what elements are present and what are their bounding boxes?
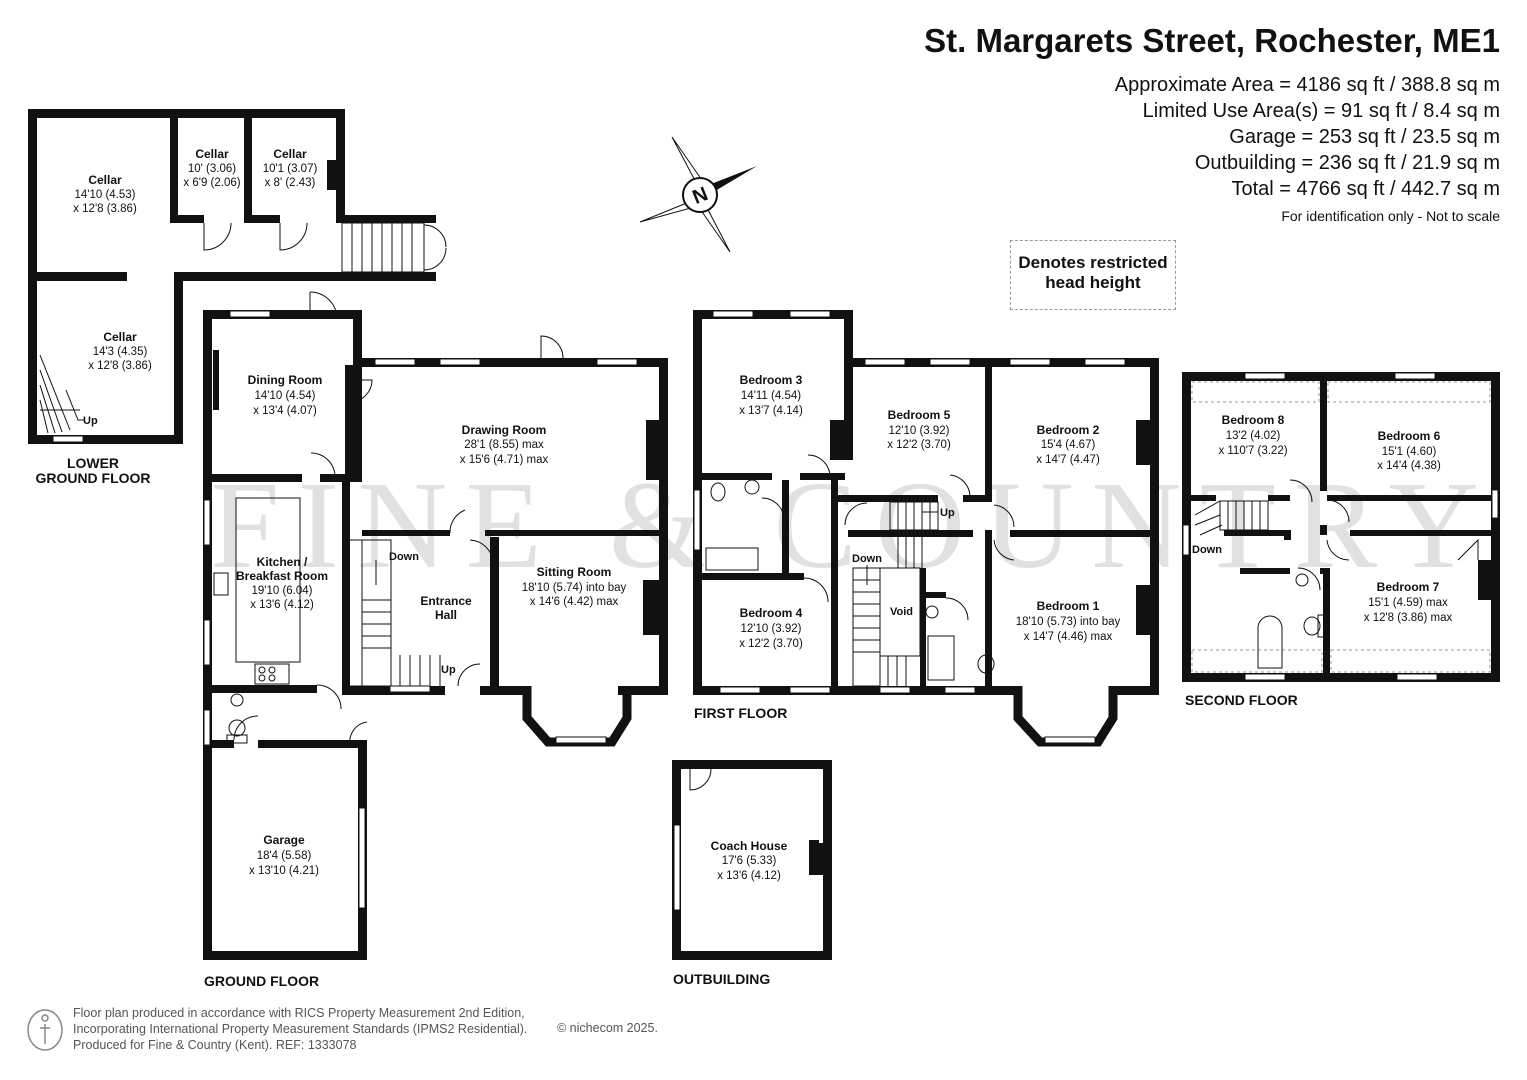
first-stairs-up: Up (940, 507, 955, 519)
void-label: Void (890, 606, 913, 618)
cellar-4-name: Cellar (103, 330, 137, 344)
outbuilding: Coach House 17'6 (5.33) x 13'6 (4.12) OU… (672, 760, 832, 987)
bedroom-8-name: Bedroom 8 (1222, 413, 1285, 427)
bedroom-3-name: Bedroom 3 (740, 373, 803, 387)
second-floor-label: SECOND FLOOR (1185, 692, 1298, 708)
scale-note: For identification only - Not to scale (1281, 208, 1500, 224)
lower-stairs-up: Up (83, 415, 98, 427)
second-floor: Bedroom 8 13'2 (4.02) x 110'7 (3.22) Bed… (1182, 372, 1500, 708)
dining-room-name: Dining Room (248, 373, 323, 387)
copyright: © nichecom 2025. (557, 1021, 658, 1035)
compass-icon: N (639, 136, 757, 253)
area-garage: Garage = 253 sq ft / 23.5 sq m (1229, 126, 1500, 148)
coach-house-dim2: x 13'6 (4.12) (717, 870, 781, 882)
footer-line-1: Floor plan produced in accordance with R… (73, 1006, 525, 1020)
bedroom-1-name: Bedroom 1 (1037, 599, 1100, 613)
person-icon (27, 1009, 63, 1051)
cellar-4-dim2: x 12'8 (3.86) (88, 360, 152, 372)
outbuilding-label: OUTBUILDING (673, 971, 770, 987)
second-stairs-down: Down (1192, 544, 1222, 556)
cellar-4-dim1: 14'3 (4.35) (93, 346, 148, 358)
first-floor: Bedroom 3 14'11 (4.54) x 13'7 (4.14) Bed… (693, 310, 1159, 747)
ground-floor: Dining Room 14'10 (4.54) x 13'4 (4.07) D… (203, 291, 819, 989)
bedroom-4-dim2: x 12'2 (3.70) (739, 638, 803, 650)
entrance-hall-name-1: Entrance (420, 594, 472, 608)
legend-line-1: Denotes restricted (1018, 253, 1168, 272)
kitchen-name-2: Breakfast Room (236, 569, 328, 583)
bedroom-7-dim2: x 12'8 (3.86) max (1364, 612, 1453, 624)
cellar-1-dim2: x 12'8 (3.86) (73, 203, 137, 215)
legend-line-2: head height (1045, 273, 1141, 292)
bedroom-7-name: Bedroom 7 (1377, 580, 1440, 594)
bedroom-2-dim2: x 14'7 (4.47) (1036, 454, 1100, 466)
kitchen-dim2: x 13'6 (4.12) (250, 599, 314, 611)
drawing-room-dim2: x 15'6 (4.71) max (460, 454, 549, 466)
ground-stairs-up: Up (441, 664, 456, 676)
ground-stairs-down: Down (389, 551, 419, 563)
bedroom-7-dim1: 15'1 (4.59) max (1368, 597, 1448, 609)
bedroom-4-name: Bedroom 4 (740, 606, 803, 620)
restricted-height-legend: Denotes restricted head height (1010, 240, 1176, 310)
bedroom-6-dim2: x 14'4 (4.38) (1377, 460, 1441, 472)
entrance-hall-name-2: Hall (435, 608, 457, 622)
bedroom-6-name: Bedroom 6 (1378, 429, 1441, 443)
lower-ground-floor: Cellar 14'10 (4.53) x 12'8 (3.86) Cellar… (28, 109, 447, 486)
bedroom-8-dim1: 13'2 (4.02) (1226, 430, 1281, 442)
bedroom-2-name: Bedroom 2 (1037, 423, 1100, 437)
area-approximate: Approximate Area = 4186 sq ft / 388.8 sq… (1114, 74, 1500, 96)
garage-dim2: x 13'10 (4.21) (249, 865, 319, 877)
coach-house-name: Coach House (711, 839, 788, 853)
lower-ground-label-2: GROUND FLOOR (35, 470, 150, 486)
bedroom-4-dim1: 12'10 (3.92) (740, 623, 801, 635)
bedroom-2-dim1: 15'4 (4.67) (1041, 439, 1096, 451)
first-stairs-down: Down (852, 553, 882, 565)
sitting-room-dim1: 18'10 (5.74) into bay (522, 582, 627, 594)
bedroom-5-name: Bedroom 5 (888, 408, 951, 422)
cellar-2-dim2: x 6'9 (2.06) (183, 177, 240, 189)
cellar-2-name: Cellar (195, 147, 229, 161)
area-summary: Approximate Area = 4186 sq ft / 388.8 sq… (1115, 72, 1500, 202)
kitchen-name-1: Kitchen / (257, 555, 308, 569)
footer-line-2: Incorporating International Property Mea… (73, 1022, 528, 1036)
garage-dim1: 18'4 (5.58) (257, 850, 312, 862)
cellar-1-dim1: 14'10 (4.53) (74, 189, 135, 201)
bedroom-6-dim1: 15'1 (4.60) (1382, 446, 1437, 458)
coach-house-dim1: 17'6 (5.33) (722, 855, 777, 867)
drawing-room-dim1: 28'1 (8.55) max (464, 439, 544, 451)
property-title: St. Margarets Street, Rochester, ME1 (924, 22, 1500, 59)
bedroom-8-dim2: x 110'7 (3.22) (1218, 445, 1287, 457)
lower-ground-label-1: LOWER (67, 455, 119, 471)
footer-notes: Floor plan produced in accordance with R… (73, 1005, 527, 1053)
cellar-1-name: Cellar (88, 173, 122, 187)
area-limited-use: Limited Use Area(s) = 91 sq ft / 8.4 sq … (1142, 100, 1500, 122)
bedroom-5-dim2: x 12'2 (3.70) (887, 439, 951, 451)
area-outbuilding: Outbuilding = 236 sq ft / 21.9 sq m (1194, 152, 1500, 174)
kitchen-dim1: 19'10 (6.04) (251, 585, 312, 597)
dining-room-dim1: 14'10 (4.54) (254, 390, 315, 402)
footer-line-3: Produced for Fine & Country (Kent). REF:… (73, 1038, 357, 1052)
garage-name: Garage (263, 833, 305, 847)
sitting-room-dim2: x 14'6 (4.42) max (530, 596, 619, 608)
bedroom-5-dim1: 12'10 (3.92) (888, 425, 949, 437)
area-total: Total = 4766 sq ft / 442.7 sq m (1231, 178, 1501, 200)
drawing-room-name: Drawing Room (462, 423, 547, 437)
bedroom-1-dim2: x 14'7 (4.46) max (1024, 631, 1113, 643)
dining-room-dim2: x 13'4 (4.07) (253, 405, 317, 417)
cellar-3-dim2: x 8' (2.43) (265, 177, 316, 189)
bedroom-3-dim2: x 13'7 (4.14) (739, 405, 803, 417)
ground-floor-label: GROUND FLOOR (204, 973, 319, 989)
first-floor-label: FIRST FLOOR (694, 705, 787, 721)
bedroom-1-dim1: 18'10 (5.73) into bay (1016, 616, 1121, 628)
cellar-3-name: Cellar (273, 147, 307, 161)
sitting-room-name: Sitting Room (537, 565, 612, 579)
bedroom-3-dim1: 14'11 (4.54) (741, 390, 801, 402)
cellar-3-dim1: 10'1 (3.07) (263, 163, 318, 175)
cellar-2-dim1: 10' (3.06) (188, 163, 236, 175)
